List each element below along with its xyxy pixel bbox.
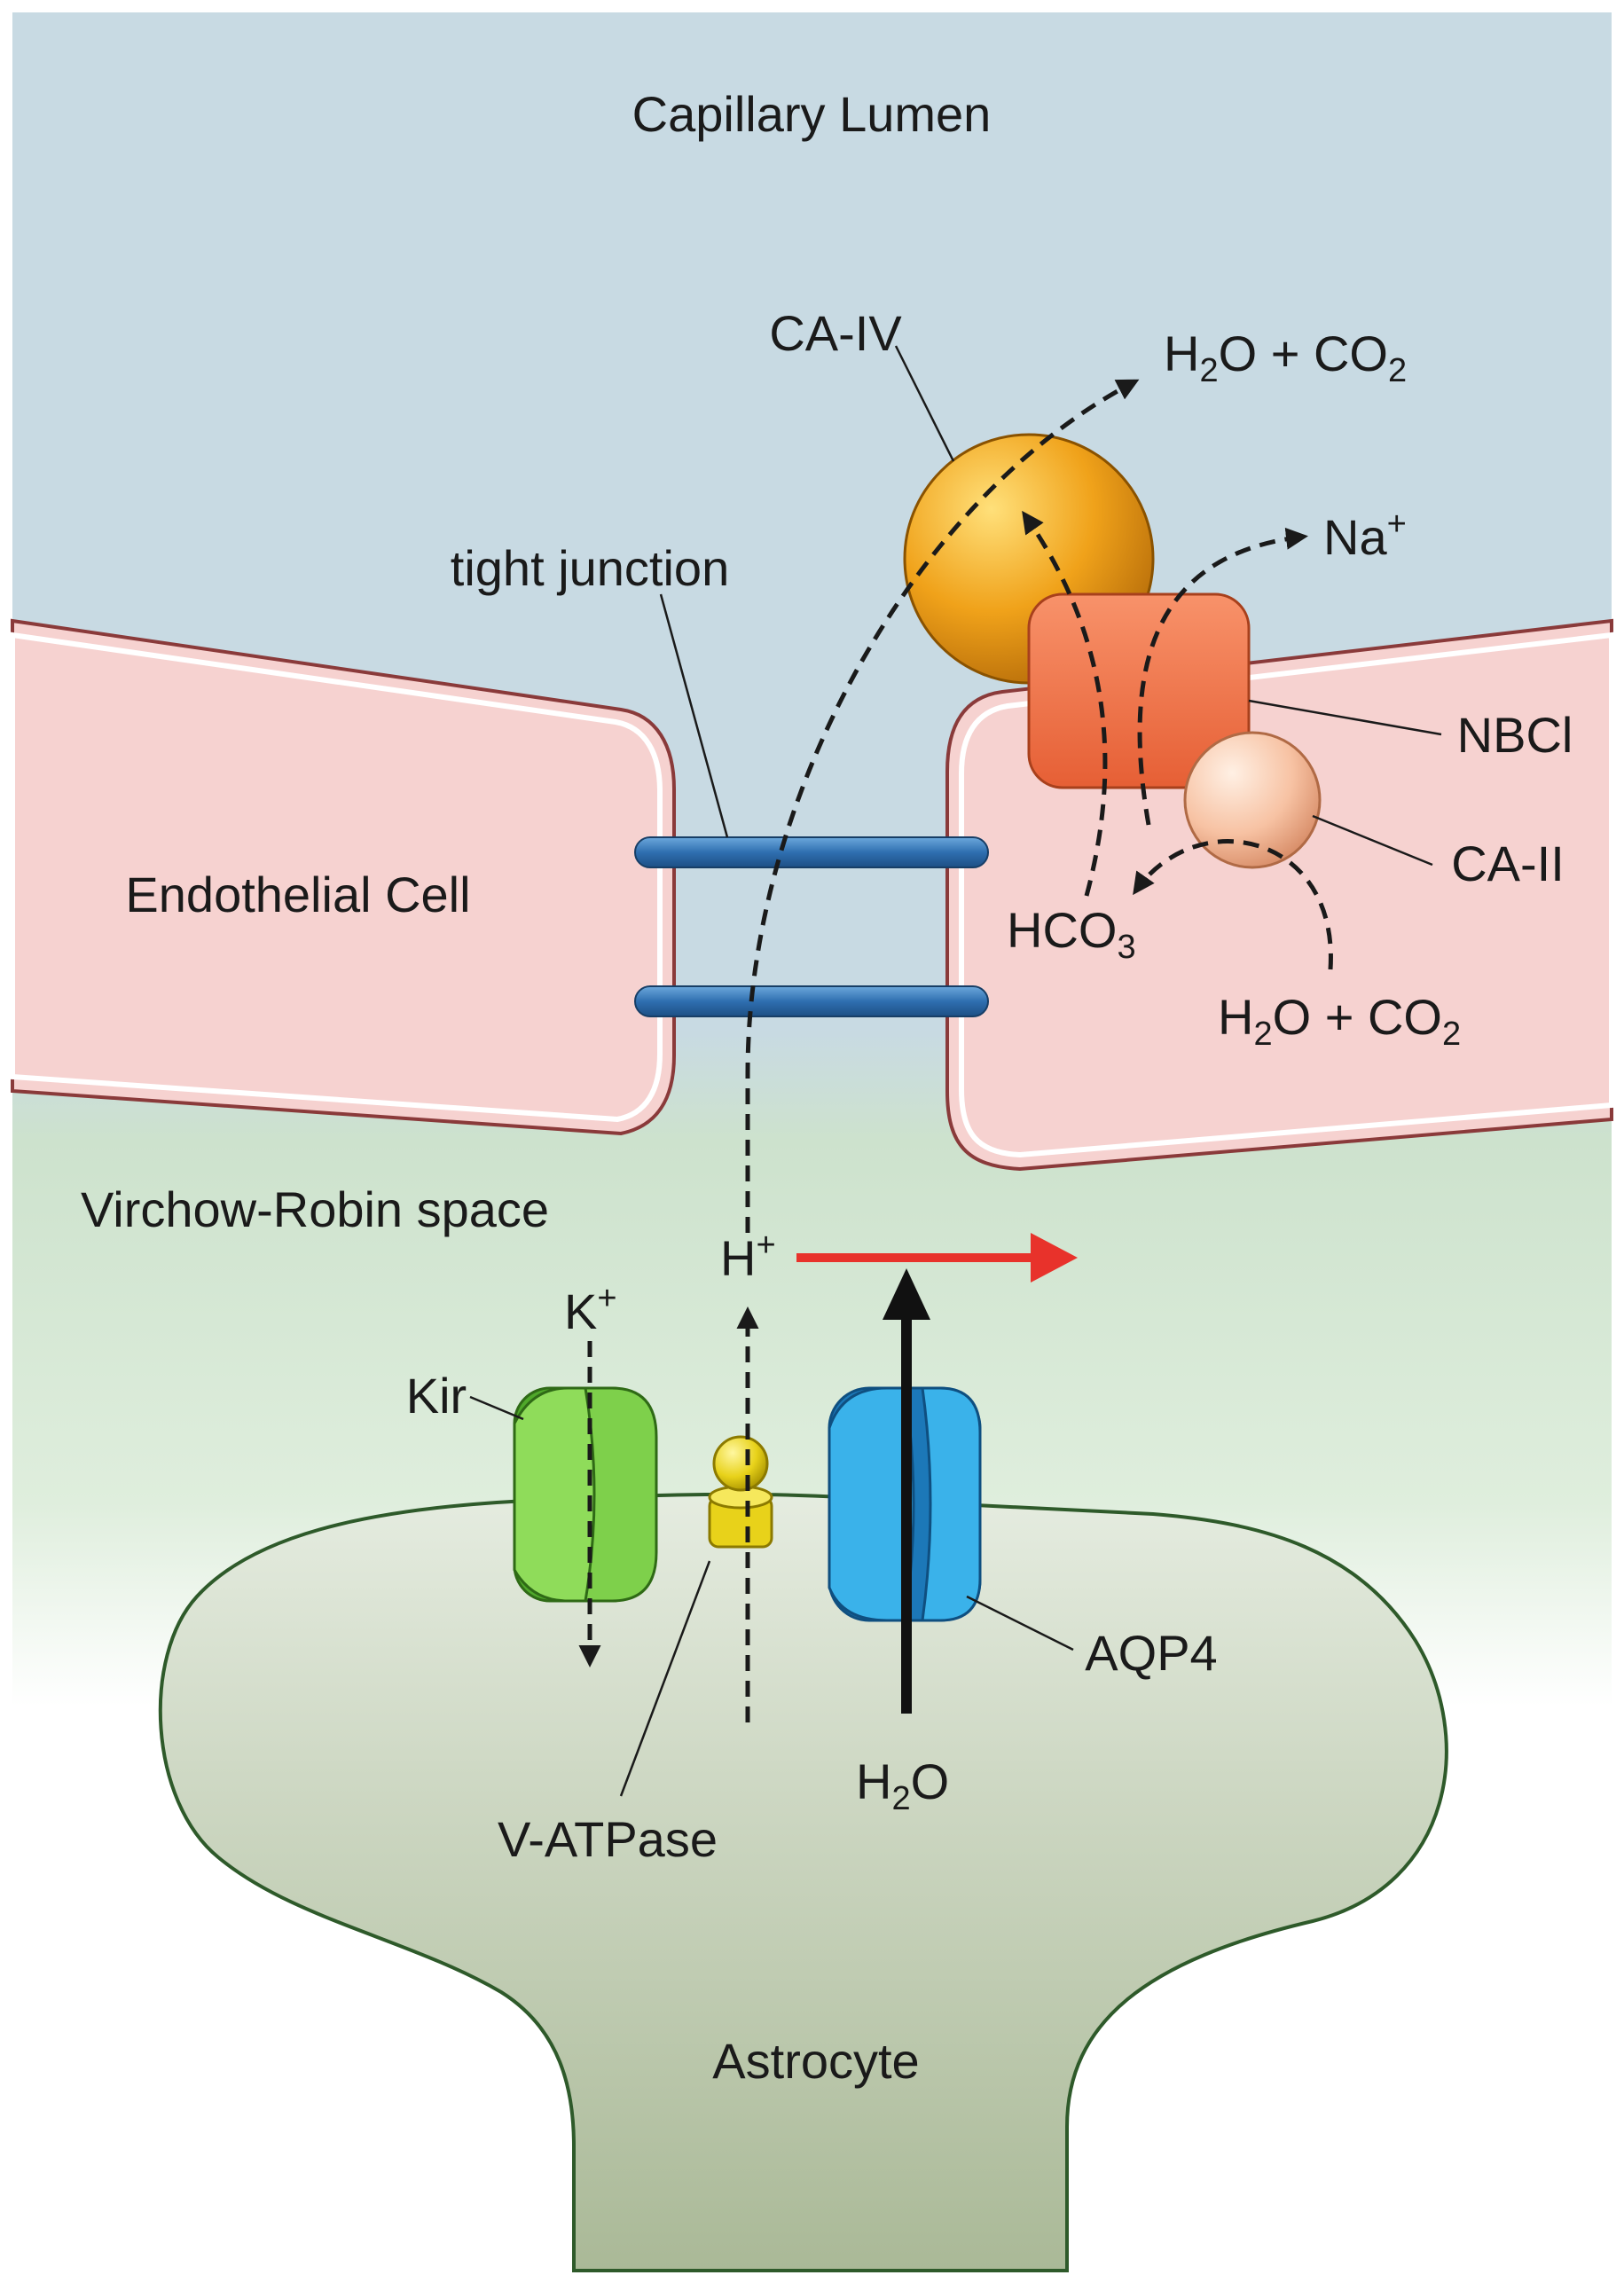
tight-junction-lower — [634, 985, 989, 1017]
endothelial-cell-left — [11, 618, 676, 1136]
ca-ii-enzyme — [1183, 731, 1322, 869]
capillary-lumen-label: Capillary Lumen — [632, 86, 992, 142]
aqp4-label: AQP4 — [1085, 1625, 1217, 1681]
v-atpase-label: V-ATPase — [498, 1811, 718, 1867]
pointer-v-atpase — [619, 1560, 711, 1797]
kir-label: Kir — [406, 1368, 467, 1424]
nbci-label: NBCl — [1457, 707, 1573, 763]
na-plus-arrow — [1137, 527, 1308, 826]
v-atpase-pump — [708, 1435, 773, 1549]
astrocyte-label: Astrocyte — [712, 2033, 919, 2089]
virchow-robin-label: Virchow-Robin space — [81, 1181, 549, 1237]
pointer-nbci — [1248, 699, 1442, 736]
endothelial-cell-label: Endothelial Cell — [125, 867, 470, 922]
endothelial-cell-right-inner — [959, 632, 1614, 1158]
pointer-tight-junction — [659, 593, 729, 838]
water-flux-arrowhead — [883, 1268, 930, 1320]
h2o-co2-right-label: H2O + CO2 — [1218, 989, 1461, 1053]
red-direction-arrowhead — [1031, 1233, 1078, 1283]
h2o-co2-top-label: H2O + CO2 — [1164, 326, 1407, 389]
ca-iv-label: CA-IV — [769, 305, 902, 361]
h2o-label: H2O — [856, 1753, 949, 1817]
h-plus-label: H+ — [720, 1227, 776, 1286]
pointer-aqp4 — [966, 1595, 1074, 1651]
hco3-to-ca-iv-arrow — [1022, 510, 1108, 897]
tight-junction-label: tight junction — [451, 540, 729, 596]
tight-junction-upper — [634, 836, 989, 868]
k-plus-label: K+ — [564, 1280, 617, 1339]
ca-ii-label: CA-II — [1451, 836, 1565, 891]
endothelial-cell-left-inner — [10, 632, 663, 1123]
pointer-ca-ii — [1312, 814, 1433, 867]
pointer-kir — [469, 1395, 524, 1421]
hco3-label: HCO3 — [1007, 902, 1136, 966]
pointer-ca-iv — [894, 345, 955, 462]
h-plus-efflux-arrow — [745, 379, 1140, 1233]
kir-channel — [513, 1386, 658, 1603]
nbci-transporter — [1027, 592, 1251, 789]
na-plus-label: Na+ — [1323, 506, 1407, 565]
